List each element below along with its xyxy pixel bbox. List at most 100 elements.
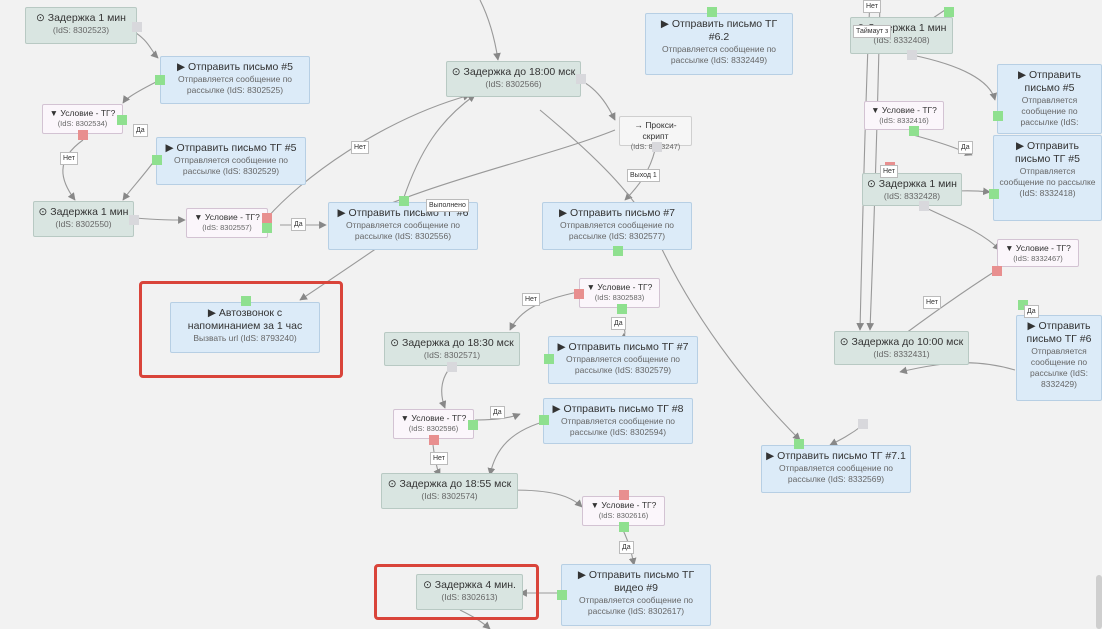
node-ids: (IdS: 8332431): [873, 349, 930, 359]
delay-node[interactable]: ⊙ Задержка 4 мин. (IdS: 8302613): [416, 574, 523, 610]
node-ids: (IdS: 8332428): [883, 191, 941, 201]
edge-label-yes: Да: [619, 541, 634, 554]
condition-node[interactable]: ▼ Условие - ТГ? (IdS: 8332467): [992, 239, 1079, 276]
node-title: ⊙ Задержка 1 мин: [867, 178, 957, 190]
delay-node[interactable]: ⊙ Задержка 1 мин (IdS: 8302550): [33, 201, 139, 237]
node-title: ▶ Отправить письмо ТГ #6: [1026, 320, 1092, 345]
output-port[interactable]: [576, 74, 586, 84]
node-ids: (IdS: 8302550): [55, 219, 112, 229]
yes-port[interactable]: [117, 115, 127, 125]
node-title: ▶ Отправить письмо #7: [559, 207, 675, 219]
edge-label-no: Нет: [880, 165, 898, 178]
edge-label-no: Нет: [522, 293, 540, 306]
delay-node[interactable]: ⊙ Задержка 1 мин (IdS: 8332428): [862, 162, 962, 211]
input-port[interactable]: [794, 439, 804, 449]
node-ids: (IdS: 8302583): [594, 293, 645, 302]
no-port[interactable]: [574, 289, 584, 299]
node-title: ⊙ Задержка до 18:55 мск: [387, 478, 512, 490]
node-description: Отправляется сообщение по рассылке (IdS:…: [173, 155, 289, 176]
input-port[interactable]: [399, 196, 409, 206]
input-port[interactable]: [241, 296, 251, 306]
condition-node[interactable]: ▼ Условие - ТГ? (IdS: 8302596): [393, 409, 478, 445]
yes-port[interactable]: [468, 420, 478, 430]
input-port[interactable]: [539, 415, 549, 425]
input-port[interactable]: [152, 155, 162, 165]
output-port[interactable]: [919, 201, 929, 211]
output-port[interactable]: [613, 246, 623, 256]
node-title: ▼ Условие - ТГ?: [49, 108, 116, 118]
call-url-node[interactable]: ▶ Автозвонок с напоминанием за 1 час Выз…: [170, 296, 320, 353]
input-port[interactable]: [155, 75, 165, 85]
input-port[interactable]: [557, 590, 567, 600]
input-port[interactable]: [544, 354, 554, 364]
no-port[interactable]: [992, 266, 1002, 276]
send-email-node[interactable]: ▶ Отправить письмо ТГ видео #9 Отправляе…: [557, 564, 711, 626]
condition-node[interactable]: ▼ Условие - ТГ? (IdS: 8302557): [186, 208, 272, 238]
condition-node[interactable]: ▼ Условие - ТГ? (IdS: 8302583): [574, 278, 660, 314]
send-email-node[interactable]: ▶ Отправить письмо ТГ #6.2 Отправляется …: [645, 7, 793, 75]
node-title: ▶ Отправить письмо #5: [177, 61, 293, 73]
node-title: ▶ Отправить письмо #5: [1017, 69, 1082, 94]
input-port[interactable]: [944, 7, 954, 17]
send-email-node[interactable]: ▶ Отправить письмо ТГ #5 Отправляется со…: [152, 137, 306, 185]
no-port[interactable]: [429, 435, 439, 445]
delay-node[interactable]: ⊙ Задержка до 10:00 мск (IdS: 8332431): [834, 331, 969, 365]
node-description: Отправляется сообщение по рассылке (IdS:…: [778, 463, 894, 484]
input-port[interactable]: [989, 189, 999, 199]
delay-node[interactable]: ⊙ Задержка до 18:55 мск (IdS: 8302574): [381, 473, 518, 509]
node-title: ⊙ Задержка 1 мин: [36, 12, 126, 24]
condition-node[interactable]: ▼ Условие - ТГ? (IdS: 8302616): [582, 490, 665, 532]
node-ids: (IdS: 8302566): [485, 79, 542, 89]
edge-label-done: Выполнено: [426, 199, 469, 212]
delay-node[interactable]: ⊙ Задержка 1 мин (IdS: 8302523): [25, 7, 142, 44]
node-description: Отправляется сообщение по рассылке (IdS:: [1020, 95, 1079, 127]
edge-label-no: Нет: [60, 152, 78, 165]
node-ids: (IdS: 8302616): [598, 511, 649, 520]
node-title: ▼ Условие - ТГ?: [586, 282, 653, 292]
edge-label-timeout: Таймаут з: [853, 25, 892, 38]
node-title: ▼ Условие - ТГ?: [194, 212, 260, 222]
yes-port[interactable]: [909, 126, 919, 136]
proxy-script-node[interactable]: → Прокси-скрипт (IdS: 8793247): [619, 116, 692, 152]
output-port[interactable]: [907, 50, 917, 60]
send-email-node[interactable]: ▶ Отправить письмо #5 Отправляется сообщ…: [993, 64, 1102, 134]
send-email-node[interactable]: ▶ Отправить письмо ТГ #5 Отправляется со…: [989, 135, 1102, 221]
condition-node[interactable]: ▼ Условие - ТГ? (IdS: 8332416): [864, 101, 944, 136]
node-title: ⊙ Задержка 1 мин: [38, 206, 129, 218]
delay-node[interactable]: ⊙ Задержка до 18:00 мск (IdS: 8302566): [446, 61, 586, 97]
no-port[interactable]: [262, 213, 272, 223]
send-email-node[interactable]: ▶ Отправить письмо ТГ #6 Отправляется со…: [1016, 300, 1102, 401]
output-port[interactable]: [129, 215, 139, 225]
dangling-port[interactable]: [858, 419, 868, 429]
no-port[interactable]: [78, 130, 88, 140]
node-title: ▶ Отправить письмо ТГ #5: [165, 142, 297, 154]
node-description: Отправляется сообщение по рассылке (IdS:…: [345, 220, 461, 241]
edge-label-yes: Да: [490, 406, 505, 419]
edge-label-exit: Выход 1: [627, 169, 660, 182]
node-ids: (IdS: 8332467): [1013, 254, 1063, 263]
vertical-scrollbar[interactable]: [1096, 575, 1102, 629]
yes-port[interactable]: [619, 522, 629, 532]
node-description: Отправляется сообщение по рассылке (IdS:…: [999, 166, 1096, 198]
yes-port[interactable]: [262, 223, 272, 233]
delay-node[interactable]: ⊙ Задержка до 18:30 мск (IdS: 8302571): [384, 332, 520, 372]
send-email-node[interactable]: ▶ Отправить письмо #7 Отправляется сообщ…: [542, 202, 692, 256]
send-email-node[interactable]: ▶ Отправить письмо ТГ #7 Отправляется со…: [544, 336, 698, 384]
input-port[interactable]: [993, 111, 1003, 121]
no-port[interactable]: [619, 490, 629, 500]
node-ids: (IdS: 8302557): [202, 223, 252, 232]
output-port[interactable]: [447, 362, 457, 372]
output-port[interactable]: [652, 142, 662, 152]
edge-label-no: Нет: [863, 0, 881, 13]
send-email-node[interactable]: ▶ Отправить письмо #5 Отправляется сообщ…: [155, 56, 310, 104]
node-title: ▶ Отправить письмо ТГ #7.1: [766, 450, 906, 462]
output-port[interactable]: [132, 22, 142, 32]
node-ids: (IdS: 8302534): [57, 119, 108, 128]
send-email-node[interactable]: ▶ Отправить письмо ТГ #7.1 Отправляется …: [761, 439, 911, 493]
input-port[interactable]: [707, 7, 717, 17]
input-port[interactable]: [1018, 300, 1028, 310]
send-email-node[interactable]: ▶ Отправить письмо ТГ #8 Отправляется со…: [539, 398, 693, 444]
condition-node[interactable]: ▼ Условие - ТГ? (IdS: 8302534): [42, 104, 127, 140]
node-ids: (IdS: 8332416): [879, 116, 929, 125]
yes-port[interactable]: [617, 304, 627, 314]
